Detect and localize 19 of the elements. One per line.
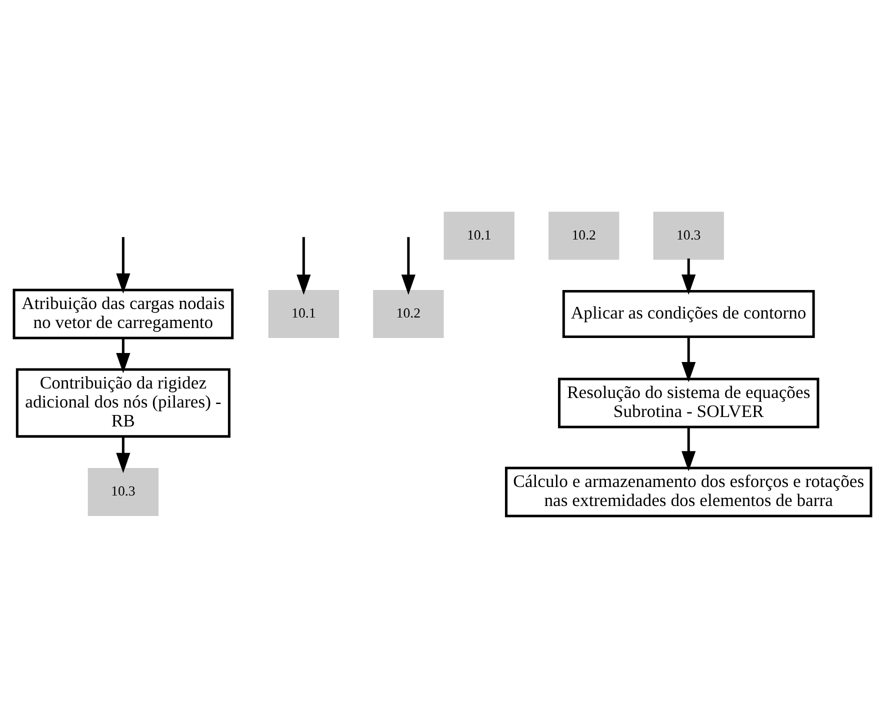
node-box: Atribuição das cargas nodais no vetor de carregamento [12, 288, 234, 339]
node-box: 10.1 [268, 290, 339, 338]
node-box: 10.2 [373, 290, 444, 338]
node-box: 10.1 [444, 211, 514, 260]
node-box: Aplicar as condições de contorno [562, 290, 815, 338]
arrow [682, 258, 696, 294]
arrow [682, 426, 696, 471]
node-box: Resolução do sistema de equações Subrotina - SOLVER [558, 377, 820, 428]
node-box: 10.2 [548, 211, 620, 260]
arrow [682, 336, 696, 382]
node-box: Contribuição da rigidez adicional dos nós (pilares) - RB [16, 368, 230, 438]
arrow [116, 338, 130, 373]
arrow [116, 436, 130, 473]
node-box: Cálculo e armazenamento dos esforços e rotações nas extremidades dos elementos de barra [504, 466, 872, 517]
arrow [296, 236, 311, 294]
node-box: 10.3 [653, 211, 724, 260]
arrow [116, 236, 130, 294]
arrow [401, 236, 416, 294]
node-box: 10.3 [88, 468, 159, 516]
